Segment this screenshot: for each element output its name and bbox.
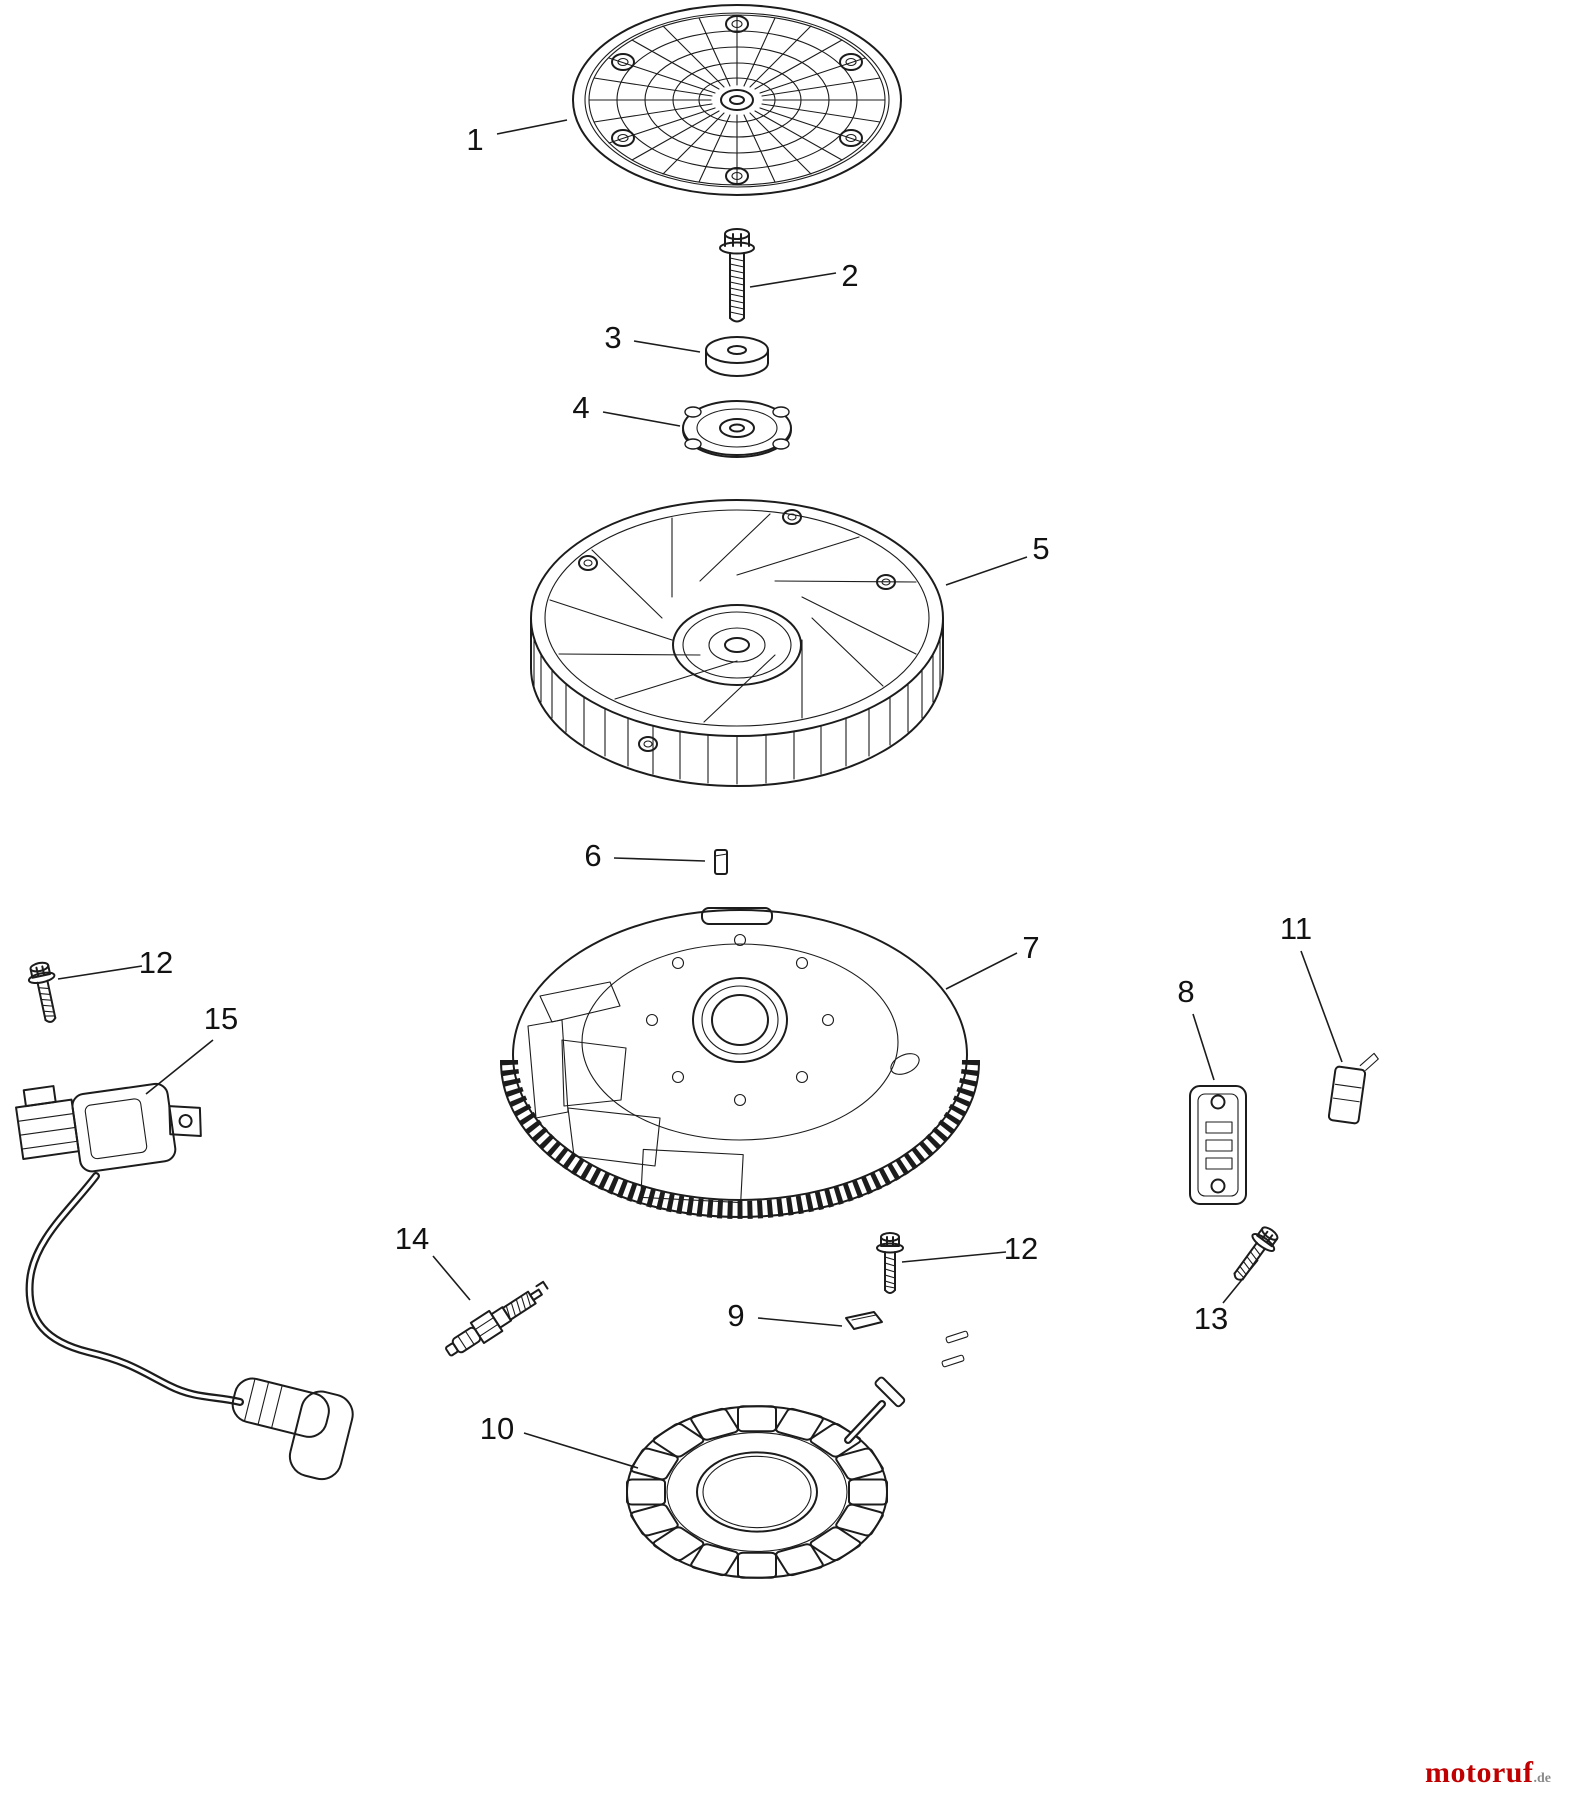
screw-angled-drawing	[1225, 1221, 1284, 1288]
screw-right-drawing	[876, 1232, 904, 1294]
callout-15: 15	[203, 1001, 239, 1036]
stator-drawing	[627, 1376, 906, 1577]
connector-drawing	[1327, 1052, 1379, 1125]
callout-8: 8	[1177, 974, 1195, 1009]
callout-2: 2	[841, 258, 859, 293]
clip-drawing	[845, 1311, 969, 1368]
callout-3: 3	[604, 320, 622, 355]
callout-10: 10	[479, 1411, 515, 1446]
air-intake-screen-drawing	[572, 4, 902, 196]
spark-plug-drawing	[445, 1280, 549, 1357]
key-drawing	[714, 849, 728, 875]
callout-11: 11	[1279, 911, 1313, 946]
watermark-suffix: .de	[1533, 1771, 1552, 1786]
callout-4: 4	[572, 390, 590, 425]
fan-drawing	[530, 499, 944, 787]
callout-6: 6	[584, 838, 602, 873]
flange-bolt-drawing	[719, 228, 755, 323]
callout-5: 5	[1032, 531, 1050, 566]
callout-14: 14	[394, 1221, 430, 1256]
retainer-plate-drawing	[682, 400, 792, 458]
watermark-logo: motoruf.de	[1425, 1756, 1551, 1790]
callout-9: 9	[727, 1298, 745, 1333]
callout-13: 13	[1193, 1301, 1229, 1336]
ignition-coil-drawing	[15, 1082, 354, 1481]
callout-1: 1	[466, 122, 484, 157]
spark-plug-boot-drawing	[231, 1377, 354, 1481]
leader-lines	[57, 119, 1343, 1469]
callout-12-left: 12	[138, 945, 174, 980]
spacer-washer-drawing	[705, 336, 769, 377]
screw-left-drawing	[24, 959, 65, 1026]
regulator-drawing	[1189, 1085, 1247, 1205]
callout-7: 7	[1022, 930, 1040, 965]
watermark-brand: motoruf	[1425, 1756, 1534, 1789]
flywheel-drawing	[500, 907, 980, 1219]
callout-12-right: 12	[1003, 1231, 1039, 1266]
